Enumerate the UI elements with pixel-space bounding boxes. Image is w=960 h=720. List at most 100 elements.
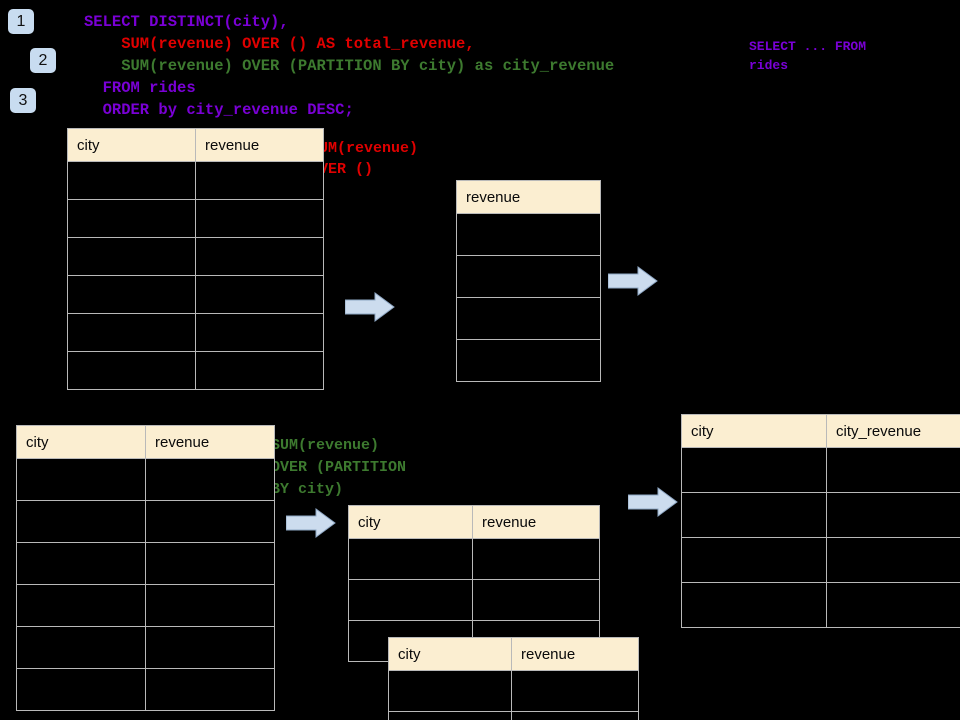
- table-cell: [145, 458, 275, 501]
- table-cell: [67, 199, 196, 238]
- table-cell: [16, 668, 146, 711]
- sql-line-sum-over-empty: SUM(revenue) OVER () AS total_revenue,: [84, 35, 475, 53]
- column-header-city: city: [348, 505, 473, 539]
- table-cell: [67, 161, 196, 200]
- table-cell: [456, 255, 601, 298]
- table-cell: [67, 275, 196, 314]
- table-cell: [681, 447, 827, 493]
- table-row: [67, 275, 324, 314]
- table-cell: [456, 213, 601, 256]
- table-row: [67, 161, 324, 200]
- table-header-row: revenue: [456, 180, 601, 214]
- table-row: [348, 538, 600, 580]
- column-header-revenue: revenue: [145, 425, 275, 459]
- step-badge-3: 3: [10, 88, 36, 113]
- table-cell: [195, 237, 324, 276]
- table-cell: [826, 537, 960, 583]
- table-row: [16, 500, 275, 543]
- table-row: [681, 537, 960, 583]
- table-row: [456, 339, 601, 382]
- total-revenue-table: revenue: [456, 180, 601, 382]
- sql-line-from-rides: FROM rides: [84, 79, 196, 97]
- column-header-revenue: revenue: [511, 637, 639, 671]
- step-badge-2: 2: [30, 48, 56, 73]
- table-cell: [16, 584, 146, 627]
- table-cell: [16, 458, 146, 501]
- table-cell: [195, 275, 324, 314]
- column-header-city-revenue: city_revenue: [826, 414, 960, 448]
- city-revenue-result-table: city city_revenue: [681, 414, 960, 628]
- table-row: [348, 579, 600, 621]
- table-row: [456, 213, 601, 256]
- sql-line-select-distinct: SELECT DISTINCT(city),: [84, 13, 289, 31]
- table-cell: [472, 579, 600, 621]
- arrow-to-total-revenue: [345, 292, 395, 322]
- table-cell: [67, 351, 196, 390]
- table-cell: [145, 626, 275, 669]
- table-row: [16, 584, 275, 627]
- table-cell: [681, 492, 827, 538]
- table-cell: [145, 542, 275, 585]
- table-cell: [16, 542, 146, 585]
- table-row: [681, 582, 960, 628]
- table-header-row: city revenue: [16, 425, 275, 459]
- step-badge-3-label: 3: [18, 91, 28, 109]
- table-cell: [16, 626, 146, 669]
- column-header-city: city: [67, 128, 196, 162]
- partition-group-b-table: city revenue: [388, 637, 639, 720]
- step-badge-1: 1: [8, 9, 34, 34]
- table-cell: [16, 500, 146, 543]
- table-row: [67, 199, 324, 238]
- table-cell: [826, 447, 960, 493]
- table-row: [16, 458, 275, 501]
- table-header-row: city revenue: [388, 637, 639, 671]
- table-row: [16, 626, 275, 669]
- table-row: [456, 297, 601, 340]
- rides-source-table: city revenue: [67, 128, 324, 390]
- table-cell: [826, 582, 960, 628]
- column-header-city: city: [16, 425, 146, 459]
- table-cell: [472, 538, 600, 580]
- table-row: [456, 255, 601, 298]
- table-cell: [348, 579, 473, 621]
- table-row: [16, 668, 275, 711]
- rides-source-table-partitioned: city revenue: [16, 425, 275, 711]
- table-cell: [195, 351, 324, 390]
- table-cell: [145, 584, 275, 627]
- table-row: [67, 237, 324, 276]
- table-cell: [388, 711, 512, 720]
- annotation-select-from-rides: SELECT ... FROM rides: [749, 39, 867, 73]
- table-header-row: city revenue: [67, 128, 324, 162]
- table-row: [16, 542, 275, 585]
- table-cell: [67, 313, 196, 352]
- table-header-row: city city_revenue: [681, 414, 960, 448]
- step-badge-2-label: 2: [38, 51, 48, 69]
- table-cell: [145, 668, 275, 711]
- table-cell: [145, 500, 275, 543]
- table-cell: [67, 237, 196, 276]
- table-row: [67, 313, 324, 352]
- table-cell: [456, 339, 601, 382]
- table-cell: [511, 670, 639, 712]
- column-header-city: city: [681, 414, 827, 448]
- step-badge-1-label: 1: [16, 12, 26, 30]
- column-header-revenue: revenue: [195, 128, 324, 162]
- arrow-to-partition-tables: [286, 508, 336, 538]
- column-header-revenue: revenue: [456, 180, 601, 214]
- annotation-sum-over-empty: SUM(revenue) OVER (): [310, 140, 419, 178]
- table-cell: [195, 199, 324, 238]
- sql-line-order-by: ORDER by city_revenue DESC;: [84, 101, 354, 119]
- table-row: [681, 447, 960, 493]
- table-cell: [681, 582, 827, 628]
- table-cell: [826, 492, 960, 538]
- table-cell: [456, 297, 601, 340]
- table-header-row: city revenue: [348, 505, 600, 539]
- table-cell: [195, 313, 324, 352]
- column-header-revenue: revenue: [472, 505, 600, 539]
- table-cell: [681, 537, 827, 583]
- table-cell: [388, 670, 512, 712]
- table-cell: [195, 161, 324, 200]
- table-row: [681, 492, 960, 538]
- table-row: [388, 670, 639, 712]
